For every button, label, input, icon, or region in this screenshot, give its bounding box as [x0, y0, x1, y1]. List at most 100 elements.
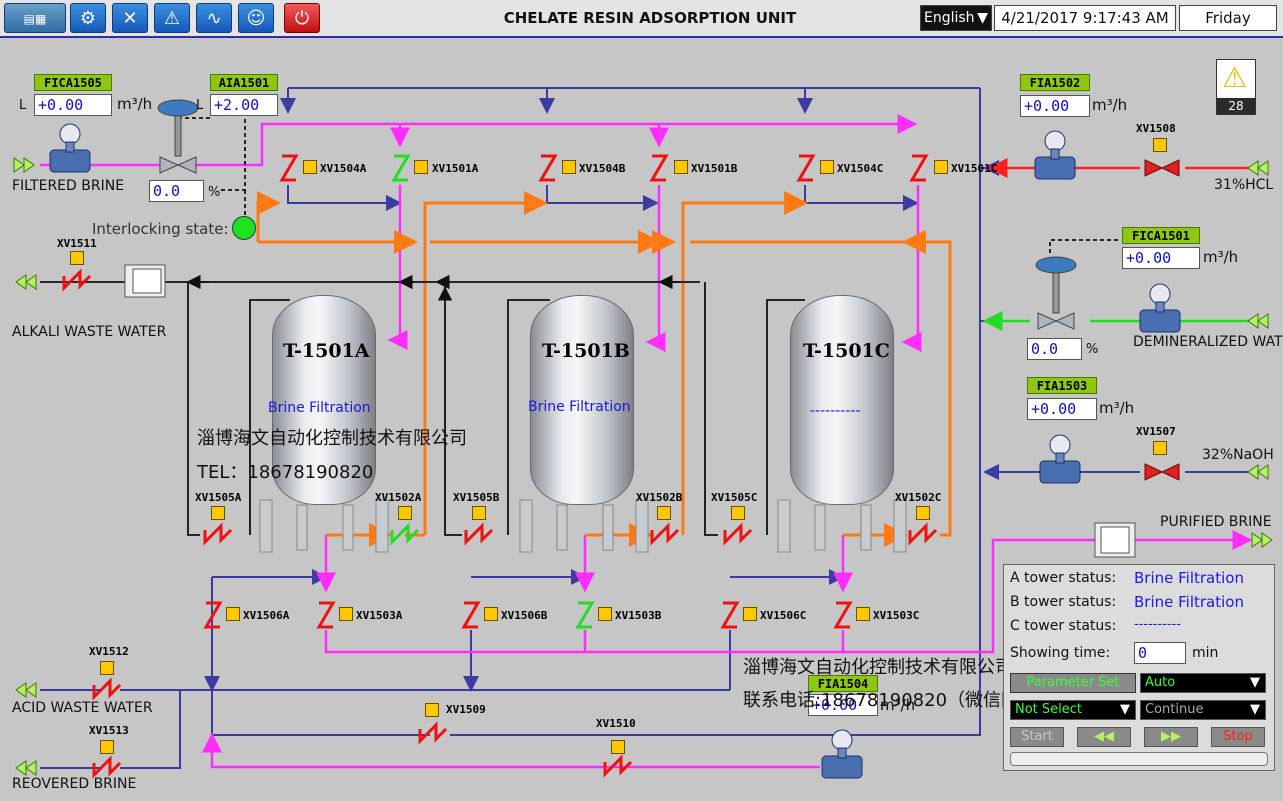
xv1501a-indicator[interactable]	[414, 160, 428, 174]
chevron-down-icon: ▼	[1250, 702, 1260, 717]
xv1505b-indicator[interactable]	[472, 506, 486, 520]
xv1508-indicator[interactable]	[1153, 138, 1167, 152]
xv1502a-indicator[interactable]	[398, 506, 412, 520]
recovered-brine-label: REOVERED BRINE	[12, 776, 137, 792]
fia1502-tag[interactable]: FIA1502	[1020, 74, 1090, 91]
alarm-icon[interactable]: ⚠	[154, 3, 190, 33]
run-mode-select[interactable]: Continue ▼	[1140, 700, 1266, 720]
xv1513-indicator[interactable]	[100, 740, 114, 754]
tank-t1501a[interactable]	[272, 295, 376, 505]
fica1501-value[interactable]: +0.00	[1122, 247, 1200, 269]
language-select[interactable]: English ▼	[920, 5, 992, 31]
xv1502b-label: XV1502B	[636, 491, 683, 504]
xv1513-label: XV1513	[89, 724, 129, 737]
tank-name-b: T-1501B	[542, 340, 630, 362]
fica1505-value[interactable]: +0.00	[34, 94, 112, 116]
interlocking-label: Interlocking state:	[92, 220, 229, 238]
xv1507-indicator[interactable]	[1153, 441, 1167, 455]
xv1511-indicator[interactable]	[70, 251, 84, 265]
acid-waste-label: ACID WASTE WATER	[12, 700, 153, 716]
xv1501b-indicator[interactable]	[674, 160, 688, 174]
xv1504b-indicator[interactable]	[562, 160, 576, 174]
xv1501b-label: XV1501B	[691, 162, 738, 175]
xv1504c-indicator[interactable]	[820, 160, 834, 174]
tank-name-c: T-1501C	[803, 340, 890, 362]
a-tower-label: A tower status:	[1010, 570, 1117, 586]
xv1505c-indicator[interactable]	[731, 506, 745, 520]
xv1506b-indicator[interactable]	[484, 607, 498, 621]
mode-select[interactable]: Auto ▼	[1140, 673, 1266, 693]
fica1501-tag[interactable]: FICA1501	[1122, 227, 1200, 244]
top-bar: ▤▦ ⚙ ✕ ⚠ ∿ ☺ ⏻ CHELATE RESIN ADSORPTION …	[0, 0, 1283, 38]
xv1508-label: XV1508	[1136, 122, 1176, 135]
fia1502-value[interactable]: +0.00	[1020, 95, 1090, 117]
tools-icon[interactable]: ✕	[112, 3, 148, 33]
tank-state-c: ----------	[810, 403, 861, 419]
valve-demin-opening[interactable]: 0.0	[1027, 338, 1082, 360]
fia1502-unit: m³/h	[1092, 96, 1128, 114]
xv1506c-indicator[interactable]	[743, 607, 757, 621]
xv1503b-label: XV1503B	[615, 609, 662, 622]
xv1505c-label: XV1505C	[711, 491, 758, 504]
xv1501c-indicator[interactable]	[934, 160, 948, 174]
parameter-set-button[interactable]: Parameter Set	[1010, 673, 1136, 693]
fica1505-side: L	[19, 98, 27, 113]
power-icon[interactable]: ⏻	[284, 3, 320, 33]
stop-button[interactable]: Stop	[1211, 727, 1265, 747]
gear-icon[interactable]: ⚙	[70, 3, 106, 33]
tower-select[interactable]: Not Select ▼	[1010, 700, 1136, 720]
next-button[interactable]: ▶▶	[1144, 727, 1198, 747]
xv1510-label: XV1510	[596, 717, 636, 730]
tank-t1501c[interactable]	[790, 295, 894, 505]
xv1511-label: XV1511	[57, 237, 97, 250]
fica1505-tag[interactable]: FICA1505	[34, 74, 112, 91]
xv1509-indicator[interactable]	[425, 703, 439, 717]
xv1512-label: XV1512	[89, 645, 129, 658]
aia1501-tag[interactable]: AIA1501	[210, 74, 278, 91]
valve-demin-unit: %	[1086, 342, 1099, 357]
xv1506a-indicator[interactable]	[226, 607, 240, 621]
xv1504c-label: XV1504C	[837, 162, 884, 175]
xv1512-indicator[interactable]	[100, 661, 114, 675]
b-tower-status: Brine Filtration	[1134, 593, 1244, 611]
alkali-waste-label: ALKALI WASTE WATER	[12, 324, 167, 340]
xv1502c-label: XV1502C	[895, 491, 942, 504]
xv1505b-label: XV1505B	[453, 491, 500, 504]
page-title: CHELATE RESIN ADSORPTION UNIT	[503, 9, 797, 27]
xv1504a-indicator[interactable]	[303, 160, 317, 174]
watermark-company: 淄博海文自动化控制技术有限公司	[197, 428, 467, 449]
overview-icon[interactable]: ▤▦	[4, 3, 66, 33]
b-tower-label: B tower status:	[1010, 594, 1117, 610]
xv1503b-indicator[interactable]	[598, 607, 612, 621]
fia1504-tag[interactable]: FIA1504	[808, 675, 878, 692]
aia1501-value[interactable]: +2.00	[210, 94, 278, 116]
fia1504-value[interactable]: +0.00	[808, 694, 878, 716]
xv1505a-indicator[interactable]	[211, 506, 225, 520]
tank-t1501b[interactable]	[530, 295, 634, 505]
user-icon[interactable]: ☺	[238, 3, 274, 33]
start-button[interactable]: Start	[1010, 727, 1064, 747]
alarm-badge[interactable]: ⚠ 28	[1216, 59, 1256, 115]
xv1502b-indicator[interactable]	[657, 506, 671, 520]
showing-time-input[interactable]: 0	[1134, 642, 1186, 664]
xv1502c-indicator[interactable]	[916, 506, 930, 520]
previous-button[interactable]: ◀◀	[1077, 727, 1131, 747]
xv1506a-label: XV1506A	[243, 609, 290, 622]
demin-water-label: DEMINERALIZED WATER	[1133, 334, 1283, 350]
trend-icon[interactable]: ∿	[196, 3, 232, 33]
xv1501a-label: XV1501A	[432, 162, 479, 175]
naoh-label: 32%NaOH	[1202, 447, 1274, 463]
xv1502a-label: XV1502A	[375, 491, 422, 504]
fia1503-unit: m³/h	[1099, 399, 1135, 417]
fia1503-value[interactable]: +0.00	[1027, 398, 1097, 420]
watermark-phone-2: 联系电话:18678190820（微信同号）	[743, 690, 1056, 711]
valve-in-opening[interactable]: 0.0	[149, 180, 204, 202]
valve-in-unit: %	[208, 185, 221, 200]
xv1503a-indicator[interactable]	[339, 607, 353, 621]
xv1503c-indicator[interactable]	[856, 607, 870, 621]
xv1510-indicator[interactable]	[611, 740, 625, 754]
fia1503-tag[interactable]: FIA1503	[1027, 377, 1097, 394]
control-panel: A tower status: Brine Filtration B tower…	[1003, 564, 1275, 771]
